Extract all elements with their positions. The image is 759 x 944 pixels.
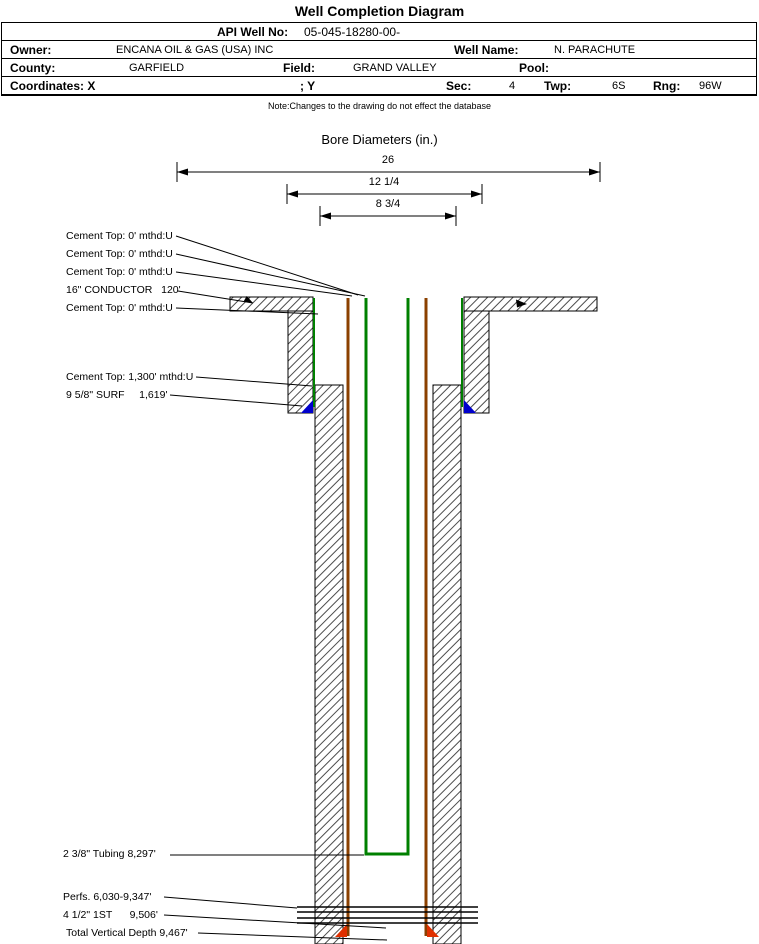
coordinates-y-label: ; Y [300, 79, 316, 93]
tubing-string [364, 298, 410, 856]
bore-diameters-title: Bore Diameters (in.) [321, 132, 438, 147]
owner-value: ENCANA OIL & GAS (USA) INC [116, 44, 274, 56]
field-label: Field: [283, 61, 315, 75]
rng-label: Rng: [653, 79, 681, 93]
surface-shoe-left [301, 400, 313, 413]
production-annulus-left [314, 384, 344, 944]
field-value: GRAND VALLEY [353, 62, 437, 74]
county-row: County: GARFIELD Field: GRAND VALLEY Poo… [2, 59, 756, 77]
wellbore-structure [229, 296, 598, 944]
dim-26 [176, 162, 601, 182]
county-label: County: [10, 61, 56, 75]
note-text: Note:Changes to the drawing do not effec… [268, 101, 491, 111]
rng-value: 96W [699, 80, 722, 92]
page-title: Well Completion Diagram [294, 3, 465, 19]
annotation-cement-top-4: Cement Top: 0' mthd:U [66, 302, 173, 314]
surface-annulus-right [463, 310, 490, 414]
surface-annulus-left [287, 310, 314, 414]
twp-value: 6S [612, 80, 626, 92]
production-shoe-left [335, 924, 347, 937]
production-annulus-right [432, 384, 462, 944]
annotation-conductor: 16" CONDUCTOR 120' [66, 284, 181, 296]
annotation-tubing: 2 3/8" Tubing 8,297' [63, 848, 156, 860]
surface-shoe-right [464, 400, 476, 413]
county-value: GARFIELD [129, 62, 185, 74]
leader-lines [163, 235, 388, 941]
api-label: API Well No: [217, 25, 289, 39]
annotation-cement-top-1: Cement Top: 0' mthd:U [66, 230, 173, 242]
annotation-perfs: Perfs. 6,030-9,347' [63, 891, 152, 903]
api-value: 05-045-18280-00- [304, 25, 401, 39]
dim-label-8-3-4: 8 3/4 [375, 198, 401, 210]
coordinates-row: Coordinates: X ; Y Sec: 4 Twp: 6S Rng: 9… [2, 77, 756, 95]
flange-weld-mark [516, 299, 527, 308]
pool-label: Pool: [519, 61, 549, 75]
sec-label: Sec: [446, 79, 472, 93]
owner-label: Owner: [10, 43, 52, 57]
annotation-cement-top-2: Cement Top: 0' mthd:U [66, 248, 173, 260]
dim-8-3-4 [319, 206, 457, 226]
well-info-table: API Well No: 05-045-18280-00- Owner: ENC… [1, 22, 757, 96]
annotation-production-casing: 4 1/2" 1ST 9,506' [63, 909, 158, 921]
annotation-cement-top-3: Cement Top: 0' mthd:U [66, 266, 173, 278]
api-row: API Well No: 05-045-18280-00- [2, 23, 756, 41]
perforation-marks [297, 906, 478, 924]
annotation-cement-top-1300: Cement Top: 1,300' mthd:U [66, 371, 194, 383]
well-name-value: N. PARACHUTE [554, 44, 636, 56]
dim-label-26: 26 [381, 154, 395, 166]
well-name-label: Well Name: [454, 43, 519, 57]
conductor-flange-right [463, 296, 598, 312]
owner-row: Owner: ENCANA OIL & GAS (USA) INC Well N… [2, 41, 756, 59]
annotation-surface-casing: 9 5/8" SURF 1,619' [66, 389, 168, 401]
dim-12-1-4 [286, 184, 483, 204]
coordinates-label: Coordinates: X [10, 79, 96, 93]
production-shoe-right [427, 924, 439, 937]
sec-value: 4 [509, 80, 516, 92]
conductor-flange-left [229, 296, 314, 312]
dim-label-12-1-4: 12 1/4 [368, 176, 400, 188]
twp-label: Twp: [544, 79, 572, 93]
annotation-tvd: Total Vertical Depth 9,467' [66, 927, 188, 939]
conductor-leader-arrow [243, 296, 253, 303]
